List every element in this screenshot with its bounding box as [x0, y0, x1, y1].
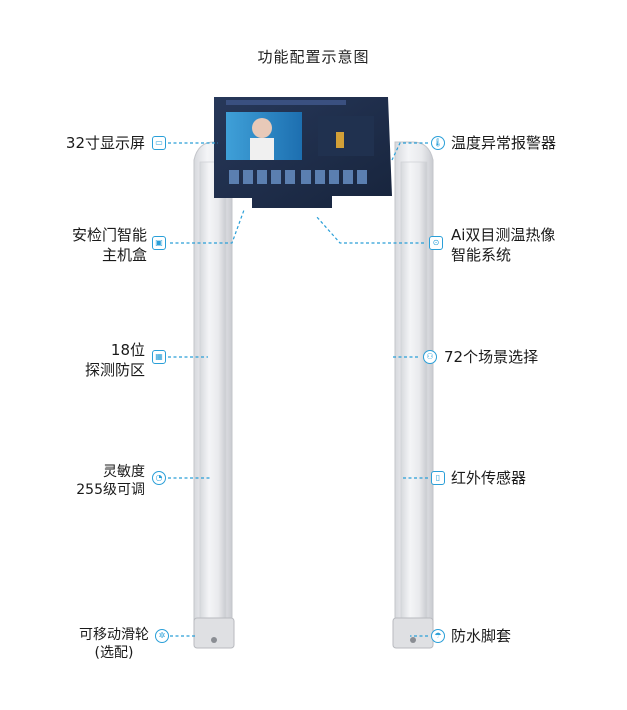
label-infrared: 红外传感器: [451, 469, 527, 487]
dual-camera-icon: ⊙: [429, 236, 443, 250]
thermometer-icon: 🌡: [431, 136, 445, 150]
display-panel: [214, 97, 392, 208]
label-host-box-line2: 主机盒: [101, 246, 147, 264]
umbrella-icon: ☂: [431, 629, 445, 643]
label-thermal-line1: Ai双目测温热像: [451, 226, 556, 244]
page-title: 功能配置示意图: [257, 48, 370, 66]
label-host-box-line1: 安检门智能: [71, 226, 147, 244]
leader-lines: [168, 142, 428, 637]
label-scenes: 72个场景选择: [444, 348, 539, 366]
label-sensitivity-line2: 255级可调: [76, 482, 145, 498]
right-pillar: [392, 141, 434, 649]
monitor-icon: ▭: [152, 136, 166, 150]
label-screen: 32寸显示屏: [65, 134, 145, 152]
left-pillar: [193, 141, 235, 649]
people-icon: ⚇: [423, 350, 437, 364]
label-wheel-line1: 可移动滑轮: [79, 627, 149, 643]
label-zones-line1: 18位: [110, 341, 145, 359]
label-wheel: 可移动滑轮 (选配): [79, 626, 149, 662]
label-sensitivity: 灵敏度 255级可调: [76, 463, 145, 499]
label-sensitivity-line1: 灵敏度: [103, 464, 145, 480]
label-foot: 防水脚套: [451, 627, 512, 645]
grid-zones-icon: ▦: [152, 350, 166, 364]
label-host-box: 安检门智能 主机盒: [72, 225, 147, 265]
wheel-icon: ✲: [155, 629, 169, 643]
label-alarm: 温度异常报警器: [451, 134, 557, 152]
label-zones-line2: 探测防区: [84, 361, 145, 379]
host-box-icon: ▣: [152, 236, 166, 250]
label-zones: 18位 探测防区: [85, 340, 145, 380]
label-wheel-line2: (选配): [94, 645, 134, 661]
label-thermal-line2: 智能系统: [451, 246, 512, 264]
sensor-icon: ▯: [431, 471, 445, 485]
label-thermal: Ai双目测温热像 智能系统: [451, 225, 555, 265]
sensitivity-icon: ◔: [152, 471, 166, 485]
